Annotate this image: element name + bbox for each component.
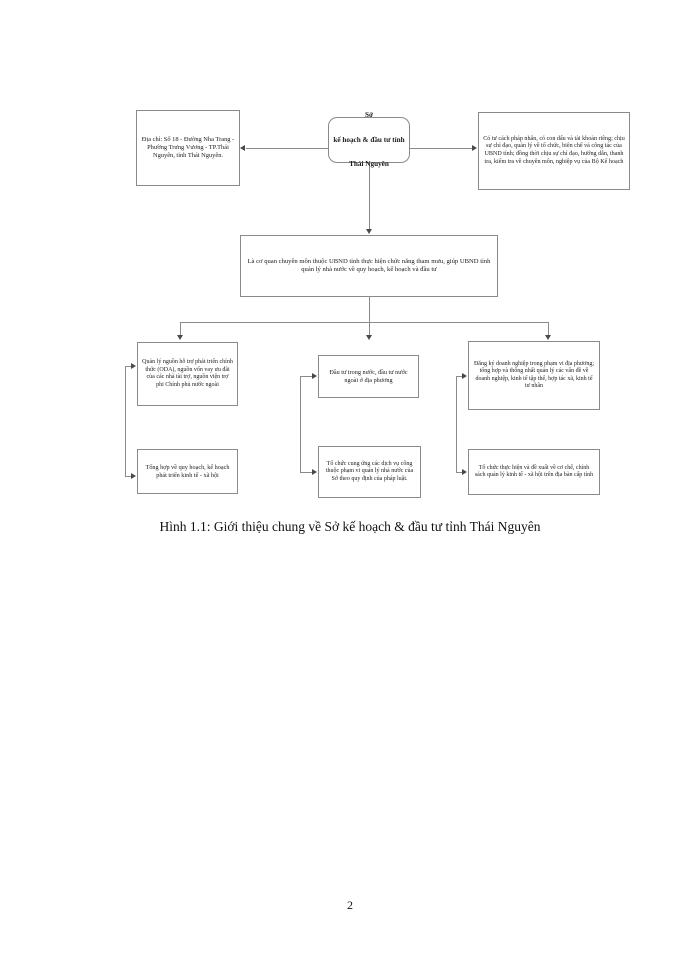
node-oda-management: Quản lý nguồn hỗ trợ phát triển chính th… (137, 342, 238, 406)
connector-bus-right-drop (548, 322, 549, 335)
node-root-text: Sở kế hoạch & đầu tư tỉnh Thái Nguyên (333, 109, 405, 170)
arrow-to-registration (462, 373, 467, 379)
connector-left-to-oda (125, 366, 131, 367)
node-policy-label: Tổ chức thực hiện và đề xuất về cơ chế, … (474, 464, 594, 479)
node-investment-label: Đầu tư trong nước, đầu tư nước ngoài ở đ… (329, 368, 408, 384)
node-planning-synthesis: Tổng hợp về quy hoạch, kế hoạch phát tri… (137, 449, 238, 494)
node-oda-label: Quản lý nguồn hỗ trợ phát triển chính th… (142, 359, 233, 388)
connector-root-to-function (369, 163, 370, 229)
node-business-registration: Đăng ký doanh nghiệp trong phạm vi địa p… (468, 341, 600, 410)
node-root-organization: Sở kế hoạch & đầu tư tỉnh Thái Nguyên (328, 111, 410, 168)
arrow-to-service (312, 469, 317, 475)
connector-middle-to-investment (300, 376, 312, 377)
arrow-to-investment (312, 373, 317, 379)
connector-bus-middle-drop (369, 322, 370, 335)
arrow-to-function (366, 229, 372, 234)
page-number: 2 (347, 898, 353, 912)
node-synthesis-label: Tổng hợp về quy hoạch, kế hoạch phát tri… (145, 463, 230, 479)
arrow-bus-left (177, 335, 183, 340)
arrow-bus-middle (366, 335, 372, 340)
connector-root-to-address (246, 148, 328, 149)
node-legal-status: Có tư cách pháp nhân, có con dấu và tài … (478, 112, 630, 190)
connector-bus-left-drop (180, 322, 181, 335)
connector-left-rail (125, 366, 126, 476)
connector-middle-to-service (300, 472, 312, 473)
node-function: Là cơ quan chuyên môn thuộc UBND tỉnh th… (240, 235, 498, 297)
connector-root-to-legal (410, 148, 472, 149)
arrow-to-policy (462, 469, 467, 475)
arrow-to-synthesis (131, 473, 136, 479)
arrow-to-legal (472, 145, 477, 151)
node-registration-label: Đăng ký doanh nghiệp trong phạm vi địa p… (473, 360, 595, 390)
connector-function-stem (369, 297, 370, 322)
connector-left-to-synthesis (125, 476, 131, 477)
arrow-bus-right (545, 335, 551, 340)
node-root-line2: kế hoạch & đầu tư tỉnh (333, 135, 405, 144)
node-root-line3: Thái Nguyên (349, 160, 389, 169)
connector-right-to-policy (456, 472, 462, 473)
connector-right-to-registration (456, 376, 462, 377)
connector-right-rail (456, 376, 457, 472)
node-policy-implementation: Tổ chức thực hiện và đề xuất về cơ chế, … (468, 449, 600, 495)
node-address: Địa chỉ: Số 18 - Đường Nha Trang - Phườn… (136, 110, 240, 186)
connector-middle-rail (300, 376, 301, 472)
node-address-label: Địa chỉ: Số 18 - Đường Nha Trang - Phườn… (141, 136, 235, 159)
node-public-service-label: Tổ chức cung ứng các dịch vụ công thuộc … (325, 460, 414, 482)
node-root-line1: Sở (365, 111, 373, 120)
org-chart-diagram: Địa chỉ: Số 18 - Đường Nha Trang - Phườn… (125, 110, 630, 498)
arrow-to-address (240, 145, 245, 151)
connector-distribution-bus (180, 322, 548, 323)
node-legal-status-label: Có tư cách pháp nhân, có con dấu và tài … (483, 135, 625, 165)
arrow-to-oda (131, 363, 136, 369)
figure-caption: Hình 1.1: Giới thiệu chung về Sở kế hoạc… (159, 519, 541, 534)
node-function-label: Là cơ quan chuyên môn thuộc UBND tỉnh th… (247, 257, 491, 273)
node-investment: Đầu tư trong nước, đầu tư nước ngoài ở đ… (318, 355, 419, 398)
node-public-service: Tổ chức cung ứng các dịch vụ công thuộc … (318, 446, 421, 498)
